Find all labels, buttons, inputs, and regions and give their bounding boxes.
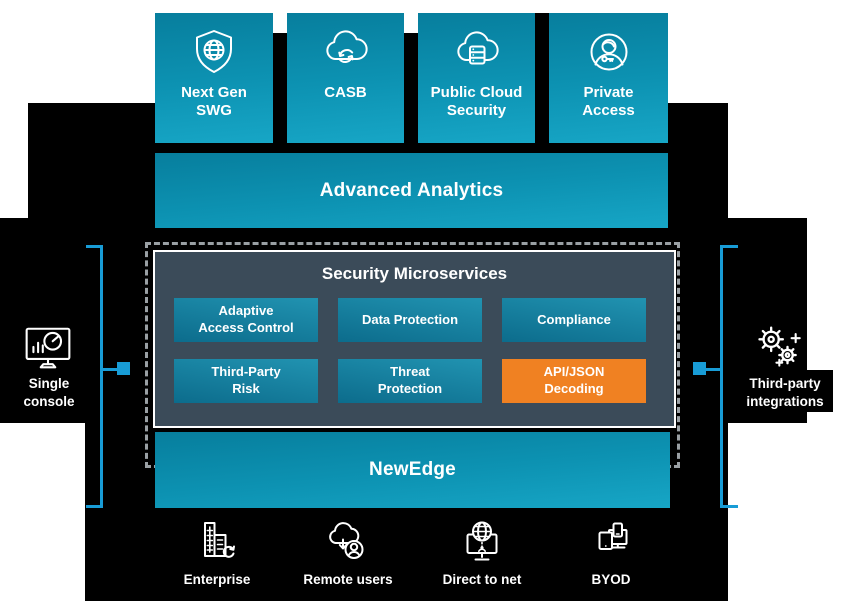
user-key-icon [585, 28, 633, 76]
analytics-console-icon [23, 323, 73, 373]
newedge-bar: NewEdge [155, 432, 670, 508]
gears-icon [748, 316, 806, 372]
endpoint-label: Enterprise [183, 572, 251, 587]
product-casb: CASB [287, 13, 404, 143]
left-bracket-line [100, 245, 103, 508]
product-label: CASB [324, 84, 367, 101]
left-connector-line [103, 368, 119, 371]
right-bracket-tick-bottom [720, 505, 738, 508]
endpoint-byod: BYOD [553, 518, 669, 587]
endpoint-enterprise: Enterprise [159, 518, 275, 587]
right-bracket-tick-top [720, 245, 738, 248]
left-connector-dot [117, 362, 130, 375]
endpoint-remote-users: Remote users [290, 518, 406, 587]
newedge-label: NewEdge [369, 459, 456, 480]
svc-compliance: Compliance [502, 298, 646, 342]
product-label: Private Access [582, 84, 635, 120]
endpoint-label: Direct to net [442, 572, 522, 587]
advanced-analytics-bar: Advanced Analytics [155, 153, 668, 228]
cloud-server-icon [453, 28, 501, 76]
svc-data-protection: Data Protection [338, 298, 482, 342]
cloud-user-icon [324, 518, 372, 566]
third-party-integrations-label: Third-party integrations [746, 376, 824, 409]
devices-icon [587, 518, 635, 566]
monitor-globe-icon [458, 518, 506, 566]
shield-globe-icon [190, 28, 238, 76]
security-microservices-title: Security Microservices [321, 264, 508, 283]
right-bracket-line [720, 245, 723, 508]
right-connector-dot [693, 362, 706, 375]
single-console-label: Single console [23, 376, 75, 409]
backdrop-right-tab [807, 370, 833, 412]
product-label: Next Gen SWG [181, 84, 247, 120]
left-bracket-tick-top [86, 245, 103, 248]
right-connector-line [705, 368, 720, 371]
endpoint-direct-to-net: Direct to net [424, 518, 540, 587]
product-private-access: Private Access [549, 13, 668, 143]
advanced-analytics-label: Advanced Analytics [319, 179, 504, 201]
product-next-gen-swg: Next Gen SWG [155, 13, 273, 143]
endpoint-label: BYOD [591, 572, 631, 587]
buildings-icon [193, 518, 241, 566]
endpoint-label: Remote users [303, 572, 393, 587]
product-label: Public Cloud Security [430, 84, 523, 120]
left-bracket-tick-bottom [86, 505, 103, 508]
product-public-cloud-security: Public Cloud Security [418, 13, 535, 143]
cloud-sync-icon [322, 28, 370, 76]
